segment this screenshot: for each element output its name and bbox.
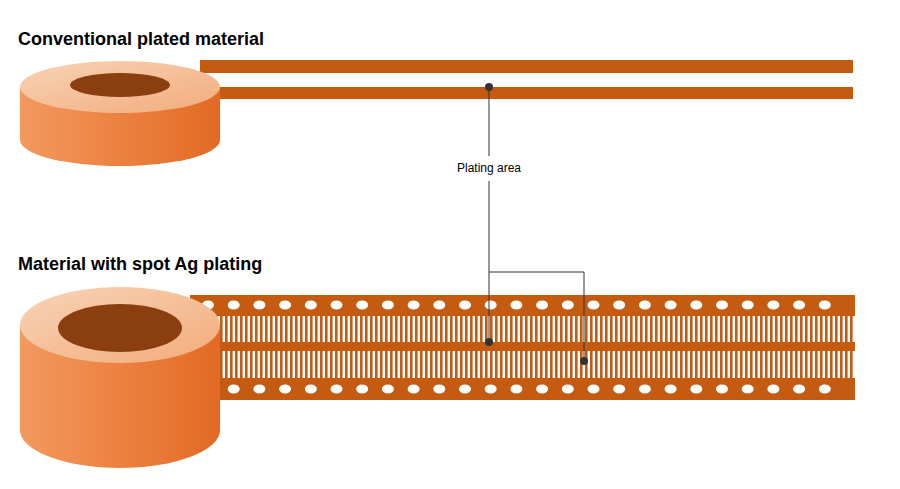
pilot-hole	[767, 385, 779, 394]
pilot-hole	[613, 385, 625, 394]
pilot-hole	[279, 301, 291, 310]
strip-band	[200, 60, 853, 73]
pilot-hole	[742, 385, 754, 394]
strip-band	[190, 295, 855, 316]
pilot-hole	[485, 385, 497, 394]
coil-hole	[58, 304, 182, 352]
pilot-hole	[793, 385, 805, 394]
pilot-hole	[228, 385, 240, 394]
spot-plating	[190, 316, 855, 342]
pilot-hole	[793, 301, 805, 310]
pilot-hole	[228, 301, 240, 310]
pilot-hole	[331, 385, 343, 394]
pilot-hole	[382, 385, 394, 394]
pilot-hole	[588, 385, 600, 394]
coil-face	[20, 287, 220, 363]
coil-hole	[70, 73, 170, 97]
section-heading: Material with spot Ag plating	[18, 254, 262, 275]
pilot-hole	[588, 301, 600, 310]
pilot-hole	[665, 385, 677, 394]
pilot-hole	[382, 301, 394, 310]
pilot-hole	[356, 385, 368, 394]
pilot-hole	[459, 301, 471, 310]
pilot-hole	[536, 301, 548, 310]
pilot-hole	[408, 385, 420, 394]
pilot-hole	[742, 301, 754, 310]
callout-label: Plating area	[454, 160, 524, 176]
strip-band	[190, 378, 855, 400]
pilot-hole	[690, 385, 702, 394]
leader-lines	[489, 87, 584, 361]
pilot-hole	[433, 385, 445, 394]
strip-band	[190, 342, 855, 351]
pilot-hole	[279, 385, 291, 394]
pilot-hole	[433, 301, 445, 310]
pilot-hole	[305, 385, 317, 394]
leader-dots	[485, 83, 588, 365]
coil-face	[20, 61, 220, 113]
pilot-hole	[562, 301, 574, 310]
pilot-hole	[331, 301, 343, 310]
pilot-hole	[639, 301, 651, 310]
pilot-hole	[510, 385, 522, 394]
pilot-hole	[613, 301, 625, 310]
pilot-hole	[253, 385, 265, 394]
pilot-hole	[562, 385, 574, 394]
pilot-hole	[408, 301, 420, 310]
pilot-hole	[690, 301, 702, 310]
pilot-hole	[459, 385, 471, 394]
pilot-hole	[536, 385, 548, 394]
pilot-hole	[485, 301, 497, 310]
pilot-hole	[253, 301, 265, 310]
section-heading: Conventional plated material	[18, 29, 264, 50]
pilot-hole	[510, 301, 522, 310]
pilot-hole	[716, 301, 728, 310]
pilot-hole	[716, 385, 728, 394]
strip-band	[200, 87, 853, 99]
pilot-hole	[819, 301, 831, 310]
pilot-hole	[767, 301, 779, 310]
pilot-hole	[819, 385, 831, 394]
pilot-hole	[356, 301, 368, 310]
pilot-hole	[305, 301, 317, 310]
pilot-hole	[665, 301, 677, 310]
pilot-holes	[202, 301, 831, 394]
spot-plating	[190, 351, 855, 378]
pilot-hole	[639, 385, 651, 394]
